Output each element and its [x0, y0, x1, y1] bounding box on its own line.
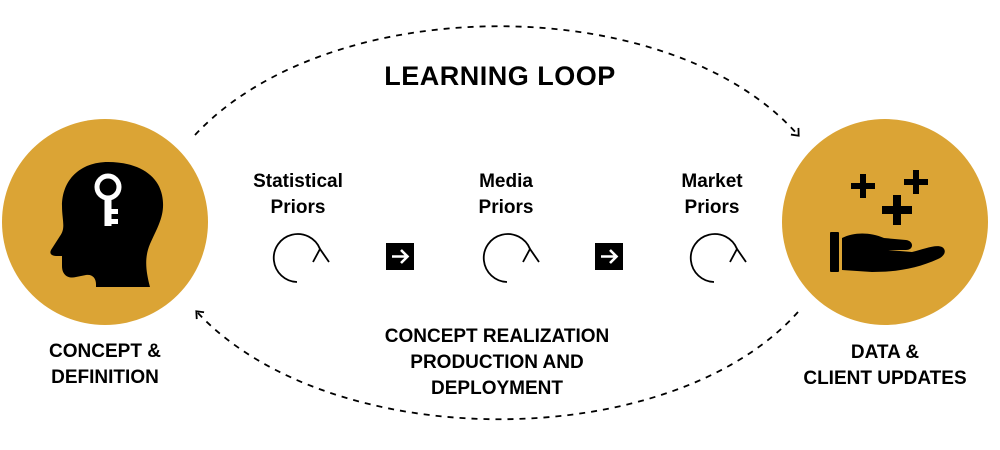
prior-label-market: Market Priors	[632, 169, 792, 221]
prior-label-media: Media Priors	[426, 169, 586, 221]
middle-label-line1: CONCEPT REALIZATION	[384, 326, 610, 347]
prior-label-line2: Priors	[478, 197, 534, 218]
cycle-icon	[689, 233, 747, 283]
prior-label-statistical: Statistical Priors	[218, 169, 378, 221]
prior-label-line2: Priors	[270, 197, 326, 218]
left-node-label-line2: DEFINITION	[51, 367, 159, 388]
diagram-title: LEARNING LOOP	[384, 61, 616, 91]
bottom-loop-arrow	[195, 310, 799, 421]
cycle-icon	[482, 233, 540, 283]
top-loop-arrow	[194, 25, 800, 137]
middle-label-line2: PRODUCTION AND	[410, 352, 584, 373]
middle-label-line3: DEPLOYMENT	[431, 378, 563, 399]
cycle-icon	[272, 233, 330, 283]
prior-label-line1: Market	[681, 171, 743, 192]
arrow-right-icon	[386, 243, 414, 270]
left-node-label: CONCEPT & DEFINITION	[5, 339, 205, 391]
prior-label-line1: Statistical	[253, 171, 343, 192]
arrow-right-icon	[595, 243, 623, 270]
data-client-updates-node	[782, 119, 988, 325]
left-node-label-line1: CONCEPT &	[49, 341, 161, 362]
head-key-icon	[50, 162, 164, 287]
concept-realization-label: CONCEPT REALIZATION PRODUCTION AND DEPLO…	[337, 324, 657, 402]
right-node-label-line2: CLIENT UPDATES	[803, 368, 967, 389]
right-node-label-line1: DATA &	[850, 342, 920, 363]
prior-label-line2: Priors	[684, 197, 740, 218]
prior-label-line1: Media	[479, 171, 533, 192]
right-node-label: DATA & CLIENT UPDATES	[775, 340, 995, 392]
hand-plus-icon	[830, 170, 945, 272]
